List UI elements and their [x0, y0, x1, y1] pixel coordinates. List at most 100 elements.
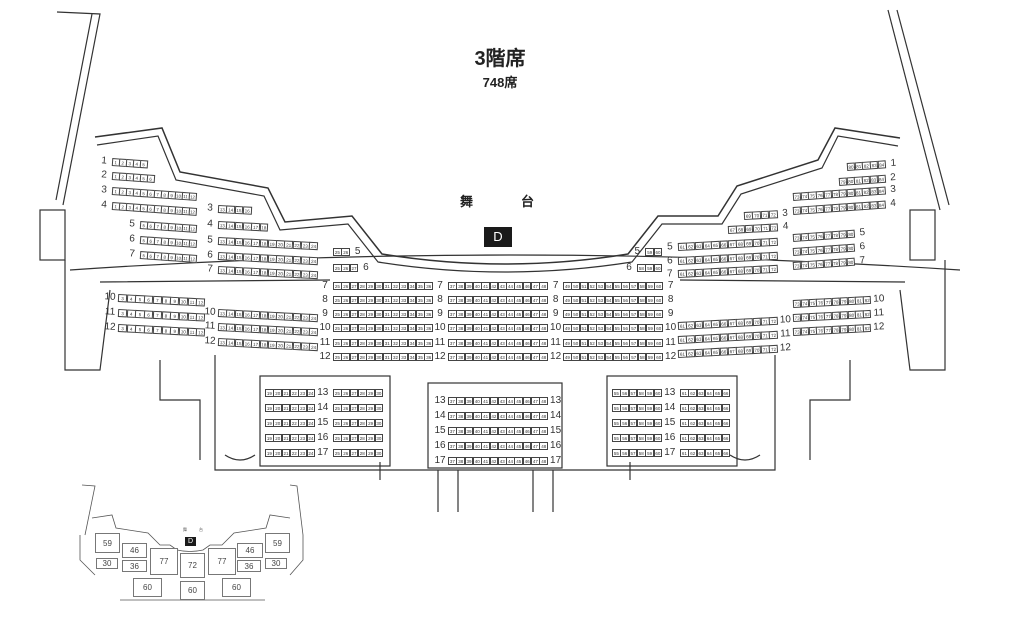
seat[interactable]: 34: [407, 339, 417, 347]
seat[interactable]: 24: [306, 419, 316, 427]
seat[interactable]: 41: [481, 442, 490, 450]
seat[interactable]: 58: [637, 282, 647, 290]
seat[interactable]: 34: [407, 353, 417, 361]
seat[interactable]: 59: [645, 419, 654, 427]
seat[interactable]: 48: [539, 282, 549, 290]
seat[interactable]: 53: [596, 353, 605, 361]
seat[interactable]: 46: [522, 457, 532, 465]
seat[interactable]: 46: [522, 353, 532, 361]
seat[interactable]: 66: [721, 389, 731, 397]
seat[interactable]: 46: [522, 282, 532, 290]
seat[interactable]: 59: [645, 434, 654, 442]
seat[interactable]: 27: [349, 264, 359, 272]
seat[interactable]: 58: [637, 324, 647, 332]
seat[interactable]: 66: [721, 419, 731, 427]
seat[interactable]: 60: [654, 339, 664, 347]
seat[interactable]: 24: [306, 449, 316, 457]
seat[interactable]: 66: [721, 434, 731, 442]
seat[interactable]: 53: [596, 296, 605, 304]
seat[interactable]: 30: [374, 419, 384, 427]
seat[interactable]: 46: [522, 412, 532, 420]
seat[interactable]: 59: [645, 449, 654, 457]
seat[interactable]: 60: [653, 434, 663, 442]
seat[interactable]: 48: [539, 427, 549, 435]
seat[interactable]: 29: [366, 296, 375, 304]
seat[interactable]: 34: [407, 282, 417, 290]
seat[interactable]: 23: [298, 404, 307, 412]
seat[interactable]: 48: [539, 412, 549, 420]
seat[interactable]: 60: [653, 404, 663, 412]
seat[interactable]: 46: [522, 339, 532, 347]
seat[interactable]: 26: [341, 248, 351, 256]
seat[interactable]: 29: [366, 449, 375, 457]
seat[interactable]: 41: [481, 457, 490, 465]
seat[interactable]: 60: [653, 389, 663, 397]
seat[interactable]: 36: [424, 339, 434, 347]
seat[interactable]: 46: [522, 310, 532, 318]
seat[interactable]: 23: [298, 449, 307, 457]
seat[interactable]: 60: [653, 419, 663, 427]
seat[interactable]: 65: [713, 404, 722, 412]
seat[interactable]: 48: [539, 442, 549, 450]
seat[interactable]: 53: [596, 324, 605, 332]
seat[interactable]: 65: [713, 419, 722, 427]
seat[interactable]: 30: [374, 434, 384, 442]
seat[interactable]: 29: [366, 389, 375, 397]
seat[interactable]: 29: [366, 434, 375, 442]
seat[interactable]: 53: [596, 339, 605, 347]
seat[interactable]: 65: [713, 434, 722, 442]
seat[interactable]: 58: [637, 296, 647, 304]
seat[interactable]: 24: [306, 389, 316, 397]
seat[interactable]: 41: [481, 397, 490, 405]
seat[interactable]: 23: [298, 389, 307, 397]
seat[interactable]: 36: [424, 353, 434, 361]
seat[interactable]: 41: [481, 310, 490, 318]
seat[interactable]: 34: [407, 310, 417, 318]
seat[interactable]: 60: [654, 310, 664, 318]
seat[interactable]: 24: [306, 434, 316, 442]
seat[interactable]: 48: [539, 296, 549, 304]
seat[interactable]: 29: [366, 282, 375, 290]
seat[interactable]: 29: [366, 324, 375, 332]
seat[interactable]: 65: [713, 389, 722, 397]
seat[interactable]: 41: [481, 282, 490, 290]
seat[interactable]: 48: [539, 457, 549, 465]
seat[interactable]: 29: [366, 353, 375, 361]
seat[interactable]: 66: [721, 404, 731, 412]
seat[interactable]: 58: [637, 339, 647, 347]
seat[interactable]: 41: [481, 324, 490, 332]
seat[interactable]: 36: [424, 296, 434, 304]
seat[interactable]: 46: [522, 324, 532, 332]
seat[interactable]: 34: [407, 296, 417, 304]
seat[interactable]: 48: [539, 397, 549, 405]
seat[interactable]: 34: [407, 324, 417, 332]
seat[interactable]: 65: [713, 449, 722, 457]
seat[interactable]: 58: [637, 310, 647, 318]
seat[interactable]: 66: [721, 449, 731, 457]
seat[interactable]: 46: [522, 442, 532, 450]
seat[interactable]: 60: [653, 248, 663, 256]
seat[interactable]: 53: [596, 310, 605, 318]
seat[interactable]: 60: [654, 353, 664, 361]
seat[interactable]: 30: [374, 404, 384, 412]
seat[interactable]: 48: [539, 353, 549, 361]
seat[interactable]: 60: [654, 296, 664, 304]
seat[interactable]: 41: [481, 339, 490, 347]
seat[interactable]: 23: [298, 434, 307, 442]
seat[interactable]: 24: [306, 404, 316, 412]
seat[interactable]: 48: [539, 324, 549, 332]
seat[interactable]: 41: [481, 427, 490, 435]
seat[interactable]: 46: [522, 296, 532, 304]
seat[interactable]: 59: [645, 389, 654, 397]
seat[interactable]: 48: [539, 310, 549, 318]
seat[interactable]: 59: [645, 404, 654, 412]
seat[interactable]: 46: [522, 427, 532, 435]
seat[interactable]: 60: [653, 449, 663, 457]
seat[interactable]: 29: [366, 339, 375, 347]
seat[interactable]: 60: [653, 264, 663, 272]
seat[interactable]: 36: [424, 282, 434, 290]
seat[interactable]: 48: [539, 339, 549, 347]
seat[interactable]: 41: [481, 296, 490, 304]
seat[interactable]: 29: [366, 310, 375, 318]
seat[interactable]: 41: [481, 412, 490, 420]
